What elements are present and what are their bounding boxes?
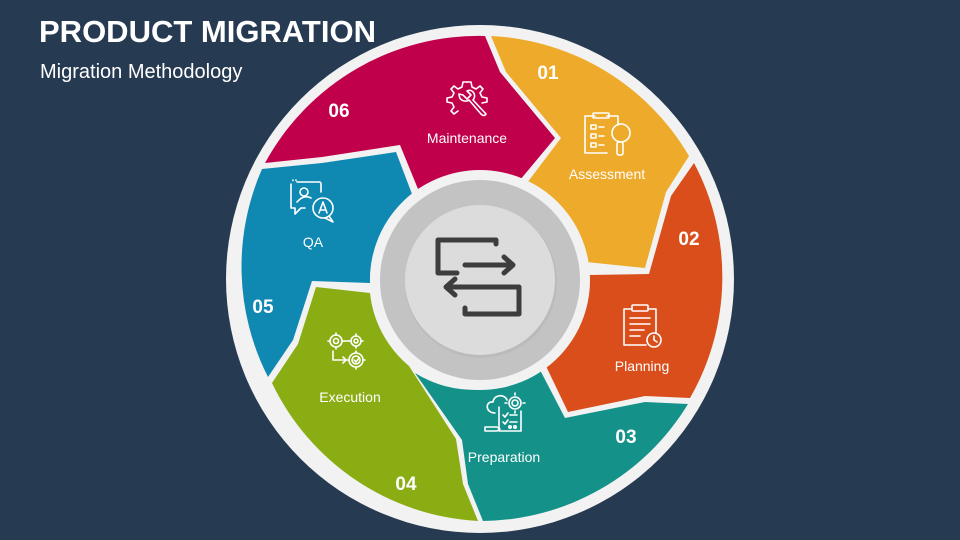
step-05-qa [241,152,412,377]
step-label-assessment: Assessment [569,166,645,182]
clipboard-clock-icon [623,304,662,348]
step-number-02: 02 [678,229,699,250]
migration-swap-arrows-icon [435,237,522,317]
step-label-preparation: Preparation [468,449,540,465]
checklist-magnifier-icon [584,112,631,156]
step-label-qa: QA [303,234,324,250]
gear-wrench-icon [446,81,488,117]
gears-flow-check-icon [327,332,366,370]
qa-chat-bubbles-icon [290,179,334,223]
step-label-maintenance: Maintenance [427,130,507,146]
step-number-05: 05 [252,297,274,318]
step-03-preparation [415,368,688,521]
step-number-06: 06 [328,101,349,122]
segment-shape [415,368,688,521]
step-number-04: 04 [395,474,417,495]
step-06-maintenance [265,35,555,189]
step-label-execution: Execution [319,389,380,405]
hub-center-disc [405,205,555,355]
segment-shape [272,287,478,521]
center-hub [370,170,590,390]
segment-shape [545,163,723,412]
step-02-planning [545,163,723,412]
cloud-gear-document-icon [484,392,526,432]
segment-shape [265,35,555,189]
page-subtitle: Migration Methodology [40,61,243,83]
step-label-planning: Planning [615,358,670,374]
step-number-03: 03 [615,427,636,448]
segment-shape [241,152,412,377]
step-04-execution [272,287,478,521]
page-title: PRODUCT MIGRATION [39,14,376,49]
step-01-assessment [491,36,689,268]
segment-shape [491,36,689,268]
step-number-01: 01 [537,63,559,84]
